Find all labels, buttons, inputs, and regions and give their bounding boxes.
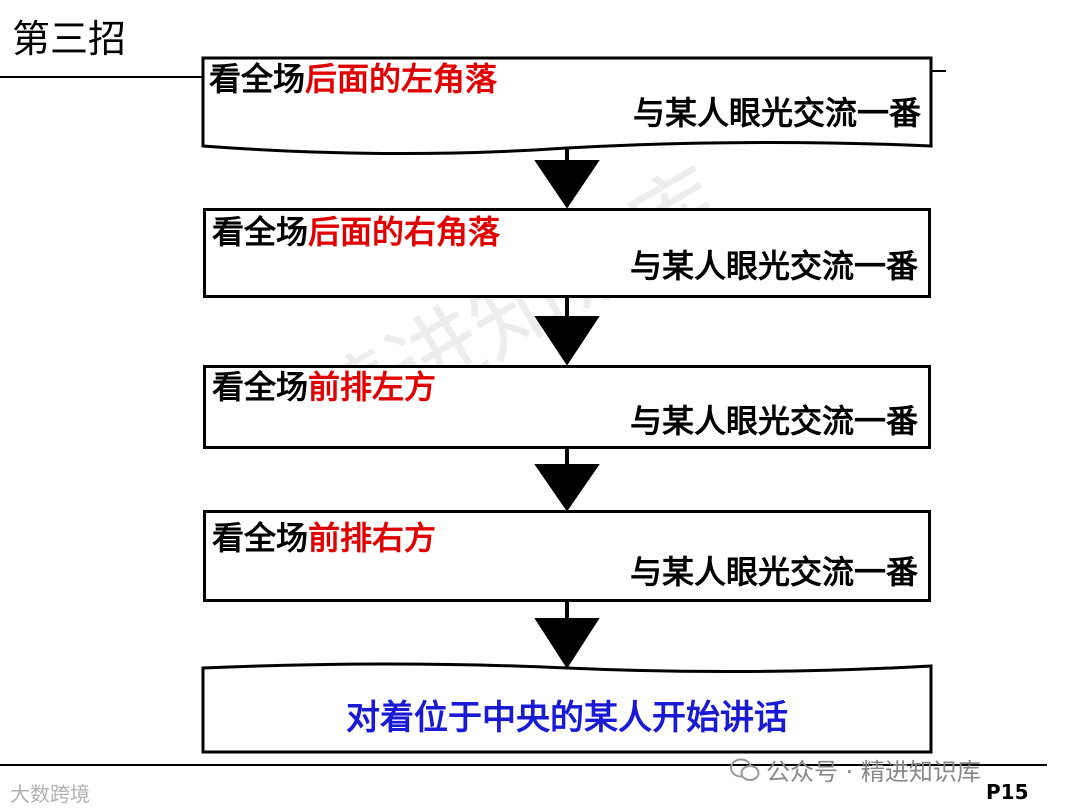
step-4: 看全场前排右方 与某人眼光交流一番 [203, 510, 931, 602]
footer-divider [0, 764, 1047, 766]
step-2-prefix: 看全场 [212, 213, 309, 251]
step-2-line2: 与某人眼光交流一番 [629, 247, 918, 285]
connector-4 [534, 602, 600, 669]
step-3-line1: 看全场前排左方 [212, 368, 436, 406]
step-3: 看全场前排左方 与某人眼光交流一番 [203, 365, 931, 449]
title-divider-right [932, 70, 946, 72]
step-4-line1: 看全场前排右方 [212, 519, 436, 557]
step-1-prefix: 看全场 [209, 60, 306, 98]
connector-1 [534, 148, 600, 209]
step-5: 对着位于中央的某人开始讲话 [203, 670, 931, 752]
step-2-highlight: 后面的右角落 [308, 213, 501, 251]
step-4-highlight: 前排右方 [308, 519, 437, 557]
step-5-shape [201, 662, 933, 754]
connector-3 [534, 448, 600, 512]
connector-2 [534, 298, 600, 366]
step-4-prefix: 看全场 [212, 519, 309, 557]
footer-wechat: 公众号 · 精进知识库 [730, 752, 981, 787]
step-3-prefix: 看全场 [212, 368, 309, 406]
footer-logo: 大数跨境 [10, 782, 90, 806]
wechat-icon [730, 758, 760, 781]
step-4-line2: 与某人眼光交流一番 [629, 553, 918, 591]
final-step-text: 对着位于中央的某人开始讲话 [346, 698, 788, 738]
step-1-shape [201, 56, 933, 156]
step-2: 看全场后面的右角落 与某人眼光交流一番 [203, 208, 931, 298]
step-1-line1: 看全场后面的左角落 [209, 60, 497, 98]
step-1: 看全场后面的左角落 与某人眼光交流一番 [203, 58, 931, 148]
step-3-line2: 与某人眼光交流一番 [629, 402, 918, 440]
step-1-line2: 与某人眼光交流一番 [632, 94, 921, 132]
slide-title: 第三招 [12, 17, 127, 61]
step-3-highlight: 前排左方 [308, 368, 437, 406]
step-1-highlight: 后面的左角落 [305, 60, 498, 98]
title-divider [0, 76, 205, 78]
footer-wechat-text: 公众号 · 精进知识库 [766, 758, 981, 786]
step-2-line1: 看全场后面的右角落 [212, 213, 500, 251]
page-number: P15 [986, 780, 1029, 804]
